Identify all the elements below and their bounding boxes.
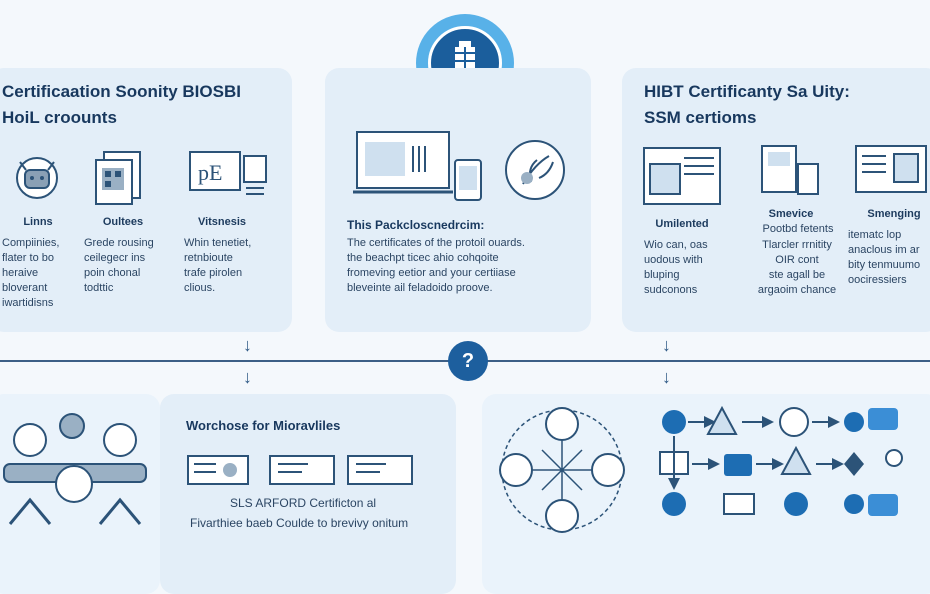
map-document-icon bbox=[643, 147, 721, 205]
flow-chart-icon bbox=[632, 394, 930, 594]
panel-top-right: HIBT Certificanty Sa Uity: SSM certioms … bbox=[622, 68, 930, 332]
panel-bottom-left bbox=[0, 394, 160, 594]
panel-title: This Packcloscnedrcim: bbox=[347, 218, 485, 232]
tablet-icon bbox=[454, 159, 482, 201]
panel-top-center: This Packcloscnedrcim: The certificates … bbox=[325, 68, 591, 332]
arrow-down-icon: ↓ bbox=[662, 335, 671, 355]
col-head-3: Smenging bbox=[867, 208, 921, 220]
col-head-1: Linns bbox=[23, 216, 53, 228]
panel-title: Certificaation Soonity BIOSBI bbox=[2, 82, 241, 101]
panel-bottom-right bbox=[482, 394, 930, 594]
help-icon[interactable]: ? bbox=[448, 341, 488, 381]
panel-subtitle: HoiL croounts bbox=[2, 108, 117, 127]
svg-text:pE: pE bbox=[198, 160, 222, 185]
col-subhead-2: Pootbd fetents bbox=[762, 223, 834, 235]
arrow-down-icon: ↓ bbox=[243, 335, 252, 355]
col-head-3: Vitsnesis bbox=[197, 216, 247, 228]
reindeer-head-icon bbox=[16, 157, 58, 199]
panel-line-2: Fivarthiee baeb Coulde to brevivy onitum bbox=[190, 516, 409, 530]
panel-title: HIBT Certificanty Sa Uity: bbox=[644, 82, 850, 101]
panel-top-left: Certificaation Soonity BIOSBI HoiL croou… bbox=[0, 68, 292, 332]
document-stack-icon bbox=[855, 145, 927, 193]
panel-body-text: The certificates of the protoil ouards.t… bbox=[347, 237, 525, 294]
tablet-grid-icon bbox=[761, 145, 819, 195]
col-head-1: Umilented bbox=[655, 218, 709, 230]
plant-circle-icon bbox=[505, 140, 565, 200]
col-head-2: Smevice bbox=[768, 208, 814, 220]
laptop-icon bbox=[353, 131, 453, 194]
network-diagram-icon bbox=[499, 407, 625, 533]
qr-document-icon bbox=[95, 151, 141, 205]
presentation-icon: pE bbox=[189, 151, 267, 195]
panel-subtitle: SSM certioms bbox=[644, 108, 757, 127]
panel-line-1: SLS ARFORD Certificton al bbox=[230, 496, 377, 510]
col-head-2: Oultees bbox=[102, 216, 144, 228]
handshake-icon bbox=[3, 413, 147, 525]
certificate-cards-icon bbox=[187, 455, 413, 485]
arrow-down-icon: ↓ bbox=[662, 367, 671, 387]
arrow-down-icon: ↓ bbox=[243, 367, 252, 387]
panel-bottom-center: Worchose for Mioravliles SLS ARFORD Cert… bbox=[160, 394, 456, 594]
panel-title: Worchose for Mioravliles bbox=[186, 418, 341, 433]
